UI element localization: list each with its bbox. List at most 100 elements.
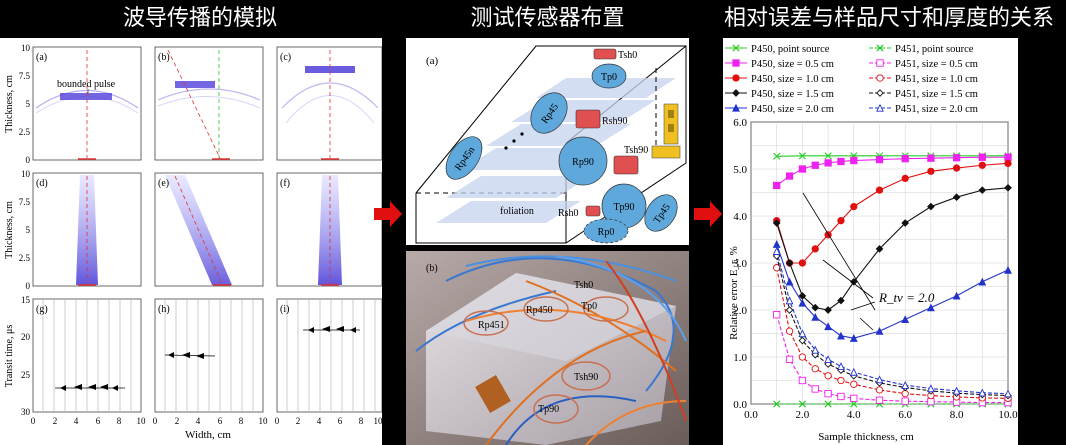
legend-item: P450, size = 0.5 cm [725, 59, 834, 70]
thickness-ticks-top: 10 7.5 5 2.5 0 [19, 43, 31, 165]
svg-text:2: 2 [296, 416, 301, 426]
photo-label: (b) [426, 263, 438, 274]
y-tick-label: 6.0 [733, 117, 747, 129]
data-point [849, 367, 858, 376]
svg-text:10: 10 [374, 416, 383, 426]
sensor-tsh90: Tsh90 [613, 145, 648, 175]
sensor-rp45: Rp45 [530, 92, 568, 134]
data-point [798, 353, 807, 361]
legend-item: P450, size = 1.0 cm [725, 74, 834, 85]
legend-label: P451, size = 1.0 cm [895, 74, 978, 85]
photo-label-tsh0: Tsh0 [574, 280, 593, 291]
x-tick-label: 2.0 [796, 409, 810, 421]
series-4 [773, 159, 1012, 267]
ylabel-thickness-top: Thickness, cm [4, 75, 15, 133]
data-point [798, 298, 807, 307]
subplot-label: (f) [280, 178, 290, 189]
data-point [901, 315, 910, 324]
data-point [978, 388, 987, 397]
data-point [824, 306, 832, 314]
data-point [811, 365, 819, 373]
legend-item: P451, size = 1.5 cm [869, 89, 978, 100]
legend-label: P451, size = 2.0 cm [895, 104, 978, 115]
ylabel-transit-time: Transit time, μs [4, 325, 15, 388]
sensor-rp45n: Rp45n [445, 136, 483, 180]
data-point [785, 355, 794, 363]
data-point [811, 312, 820, 321]
data-point [732, 103, 740, 112]
data-point [901, 219, 910, 227]
data-point [772, 219, 781, 227]
sensor-photo-panel: (b) Tsh0 Rp450 Tp0 Rp451 Tsh90 Tp90 [406, 251, 689, 445]
ylabel-thickness-mid: Thickness, cm [4, 201, 15, 259]
data-point [837, 331, 845, 340]
svg-text:10: 10 [21, 169, 31, 179]
data-point [837, 157, 845, 166]
svg-text:Rsh90: Rsh90 [602, 116, 628, 127]
svg-text:8: 8 [359, 416, 364, 426]
data-point [901, 155, 909, 163]
data-point [824, 390, 832, 398]
data-point [901, 380, 910, 389]
sensor-rp90: Rp90 [558, 136, 608, 186]
data-point [875, 245, 884, 253]
data-point [798, 329, 807, 338]
data-point [952, 193, 961, 202]
data-point [850, 156, 858, 165]
sensor-schematic: (a) Tsh0 Tp0 Rp45 [415, 45, 687, 244]
legend-label: P450, size = 2.0 cm [751, 104, 834, 115]
data-point [837, 217, 845, 225]
sensor-rp0: Rp0 [583, 218, 629, 244]
data-point [978, 153, 986, 161]
subplot-label: (b) [158, 52, 170, 63]
subplot-label: (i) [280, 304, 289, 315]
simulation-panel: (a) bounded pulse (b) (c) [0, 38, 382, 445]
photo-labels: (b) Tsh0 Rp450 Tp0 Rp451 Tsh90 Tp90 [426, 263, 598, 415]
subplot-c: (c) [276, 46, 382, 161]
subplot-label: (g) [36, 304, 48, 315]
data-point [798, 165, 807, 173]
subplot-label: (a) [36, 52, 47, 63]
svg-text:20: 20 [21, 332, 31, 342]
xlabel-width: Width, cm [185, 429, 231, 441]
svg-text:Tsh90: Tsh90 [624, 145, 648, 156]
photo-label-rp450: Rp450 [526, 305, 553, 316]
svg-text:0: 0 [31, 416, 36, 426]
sensor-tp45: Tp45 [644, 194, 678, 232]
data-point [952, 291, 961, 300]
foliation-label: foliation [500, 206, 534, 217]
data-point [837, 296, 845, 305]
legend-label: P451, size = 1.5 cm [895, 89, 978, 100]
bounded-pulse-label: bounded pulse [57, 79, 116, 90]
svg-text:0: 0 [153, 416, 158, 426]
svg-text:10: 10 [137, 416, 147, 426]
x-tick-label: 4.0 [847, 409, 861, 421]
sensor-photo: (b) Tsh0 Rp450 Tp0 Rp451 Tsh90 Tp90 [406, 251, 689, 445]
svg-text:Rp0: Rp0 [598, 227, 615, 238]
sensor-tp0: Tp0 [591, 63, 627, 89]
data-point [837, 392, 845, 401]
sensor-patches [463, 296, 629, 424]
data-point [875, 386, 884, 394]
subplot-label: (c) [280, 52, 291, 63]
sensor-rsh0: Rsh0 [558, 205, 601, 219]
data-point [732, 89, 740, 97]
data-point [798, 376, 807, 385]
data-point [952, 164, 961, 172]
data-point [732, 59, 740, 67]
sensor-wires [415, 255, 687, 445]
data-point [927, 202, 935, 211]
series-3 [773, 311, 1012, 407]
data-point [876, 59, 884, 67]
schematic-label: (a) [426, 55, 439, 67]
data-point [773, 152, 781, 160]
width-ticks: 0 2 4 6 8 10 0 2 4 6 8 10 0 2 4 6 8 10 [31, 416, 382, 426]
subplot-label: (e) [158, 178, 169, 189]
subplot-f: (f) [276, 172, 382, 287]
data-point [1004, 265, 1012, 274]
data-point [798, 400, 806, 408]
data-point [824, 400, 832, 408]
data-point [849, 277, 858, 286]
